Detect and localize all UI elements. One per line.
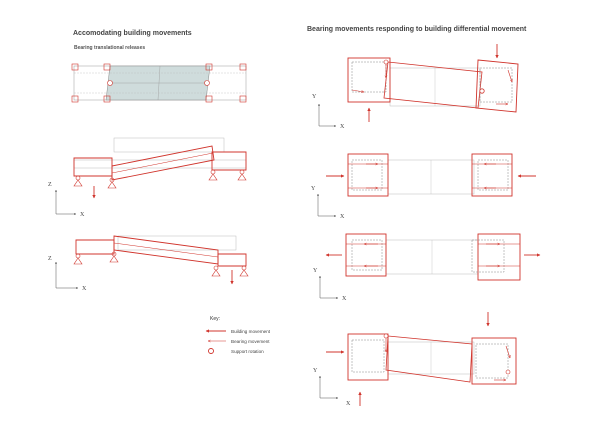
axes-xy-three: [319, 275, 339, 299]
right-diagram-one: [347, 44, 519, 122]
left-title: Accomodating building movements: [73, 30, 192, 37]
support-rotation-circle-icon: [208, 348, 214, 354]
key-label-building: Building movement: [231, 329, 271, 334]
elevation-one: [73, 137, 247, 199]
right-title: Bearing movements responding to building…: [307, 26, 527, 33]
left-subtitle: Bearing translational releases: [74, 45, 146, 51]
axes-xz-two: [55, 261, 79, 289]
axis-label-y-three: Y: [313, 268, 318, 274]
axis-label-z-two: Z: [48, 256, 52, 262]
elevation-two: [73, 235, 249, 285]
right-diagram-four: [326, 312, 517, 406]
axis-label-x-r-four: X: [346, 401, 351, 407]
axes-xy-two: [317, 193, 337, 217]
axes-xz-one: [55, 189, 77, 215]
key-label-rotation: Support rotation: [231, 349, 264, 354]
axes-xy-four: [319, 375, 339, 399]
axes-xy-one: [318, 103, 337, 127]
axis-label-y-two: Y: [311, 186, 316, 192]
axis-label-y-four: Y: [313, 368, 318, 374]
axis-label-x-two: X: [82, 286, 87, 292]
right-diagram-two: [326, 153, 536, 197]
axis-label-y-one: Y: [312, 94, 317, 100]
axis-label-x-r-two: X: [340, 214, 345, 220]
axis-label-x-r-three: X: [342, 296, 347, 302]
axis-label-x-one: X: [80, 212, 85, 218]
key-label-bearing: Bearing movement: [231, 339, 270, 344]
right-diagram-three: [325, 233, 541, 281]
key-title: Key:: [210, 316, 221, 322]
axis-label-x-r-one: X: [340, 124, 345, 130]
plan-view: [71, 63, 247, 103]
axis-label-z-one: Z: [48, 182, 52, 188]
